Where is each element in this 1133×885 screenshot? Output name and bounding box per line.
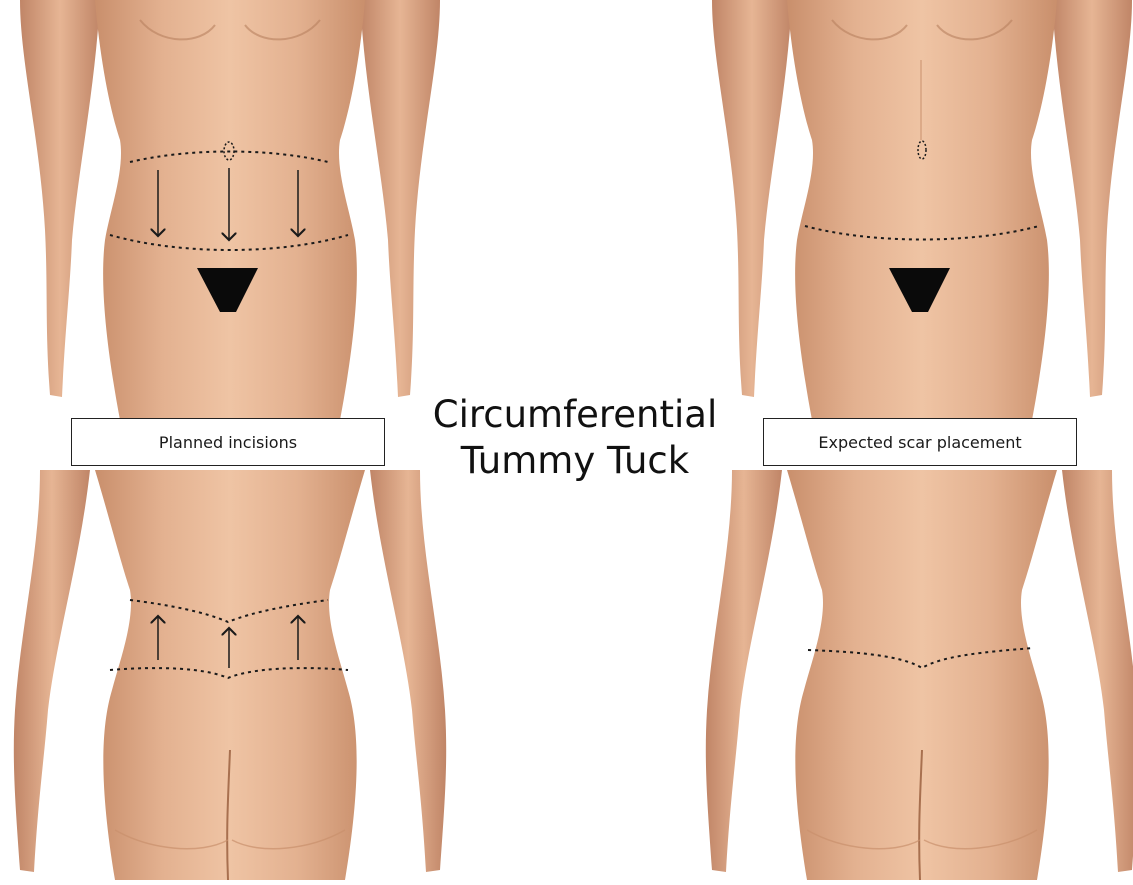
back-figure-scar bbox=[706, 470, 1133, 880]
expected-scar-label: Expected scar placement bbox=[763, 418, 1077, 466]
front-figure-planned bbox=[20, 0, 440, 420]
planned-incisions-label: Planned incisions bbox=[71, 418, 385, 466]
front-figure-scar bbox=[712, 0, 1132, 420]
diagram-title: Circumferential Tummy Tuck bbox=[390, 392, 760, 484]
title-line-2: Tummy Tuck bbox=[390, 438, 760, 484]
back-figure-planned bbox=[14, 470, 446, 880]
title-line-1: Circumferential bbox=[390, 392, 760, 438]
